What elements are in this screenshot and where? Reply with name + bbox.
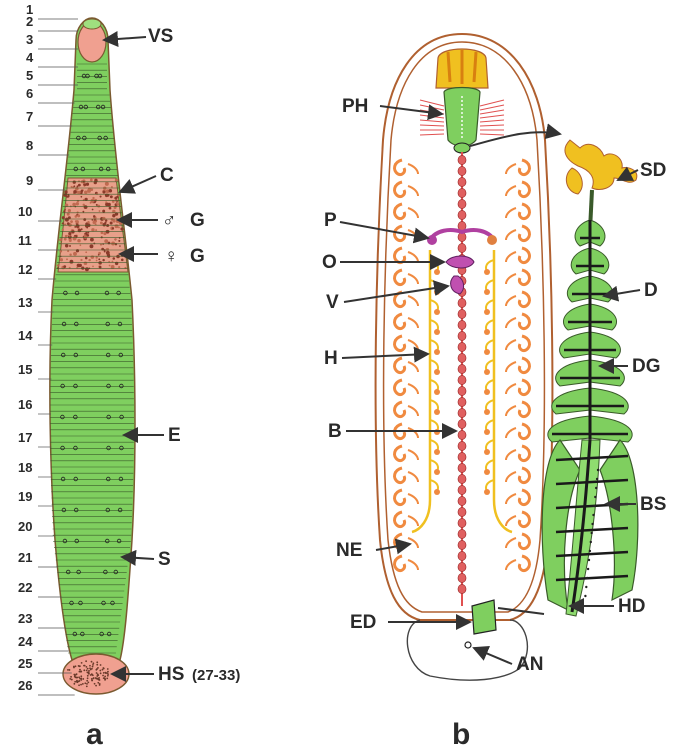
ventral-blood-vessel-chain [458,152,466,606]
label-hs: HS [158,664,184,685]
symbol-male: ♂ [162,210,176,231]
label-s: S [158,549,171,570]
arrow-p [340,222,428,238]
segment-number: 24 [18,634,33,649]
label-h: H [324,348,338,369]
leech-body-outline [50,18,135,660]
arrow-c [120,176,156,192]
label-b: B [328,421,342,442]
label-hs-range: (27-33) [192,667,240,684]
segment-number: 9 [26,173,33,188]
label-o: O [322,252,337,273]
segment-number: 18 [18,460,32,475]
segment-number: 11 [18,233,32,248]
intestine-caeca [542,440,638,616]
label-bs: BS [640,494,666,515]
segment-number: 7 [26,109,33,124]
symbol-female: ♀ [164,246,178,267]
arrow-an [474,648,512,664]
segment-number: 17 [18,430,32,445]
segment-number: 3 [26,32,33,47]
vagina [451,276,464,294]
label-an: AN [516,654,543,675]
segment-number: 22 [18,580,32,595]
panel-label-a: a [86,718,103,751]
segment-number: 25 [18,656,32,671]
label-ph: PH [342,96,368,117]
segment-number: 8 [26,138,33,153]
label-ed: ED [350,612,376,633]
segment-number: 15 [18,362,32,377]
segment-number: 14 [18,328,33,343]
arrow-vs [104,37,146,40]
segment-number: 16 [18,397,32,412]
segment-number: 12 [18,262,32,277]
ovary [446,256,474,268]
label-e: E [168,425,181,446]
segment-number: 23 [18,611,32,626]
panel-label-b: b [452,718,470,751]
label-c: C [160,165,174,186]
segment-number: 2 [26,14,33,29]
segment-number: 4 [26,50,34,65]
segment-number: 21 [18,550,32,565]
segment-number: 19 [18,489,32,504]
segment-number: 13 [18,295,32,310]
label-v: V [326,292,339,313]
segment-number: 26 [18,678,32,693]
anterior-rim [83,19,101,29]
crop-diverticula [548,220,632,450]
posterior-sucker-outline [407,620,527,680]
label-sd: SD [640,160,666,181]
label-male-g: G [190,210,205,231]
segment-number: 5 [26,68,33,83]
segment-number: 20 [18,519,32,534]
segment-number: 6 [26,86,33,101]
panel-b-internal-anatomy: PH SD P O D V DG H B BS NE HD ED AN b [322,34,666,751]
label-ne: NE [336,540,362,561]
label-dg: DG [632,356,661,377]
segment-number: 10 [18,204,32,219]
label-d: D [644,280,658,301]
salivary-gland [565,140,637,194]
label-hd: HD [618,596,645,617]
ejaculatory-duct [472,600,496,634]
label-p: P [324,210,337,231]
panel-a-external-view: 1234567891011121314151617181920212223242… [18,2,240,751]
label-female-g: G [190,246,205,267]
arrow-h [342,354,428,358]
label-vs: VS [148,26,173,47]
